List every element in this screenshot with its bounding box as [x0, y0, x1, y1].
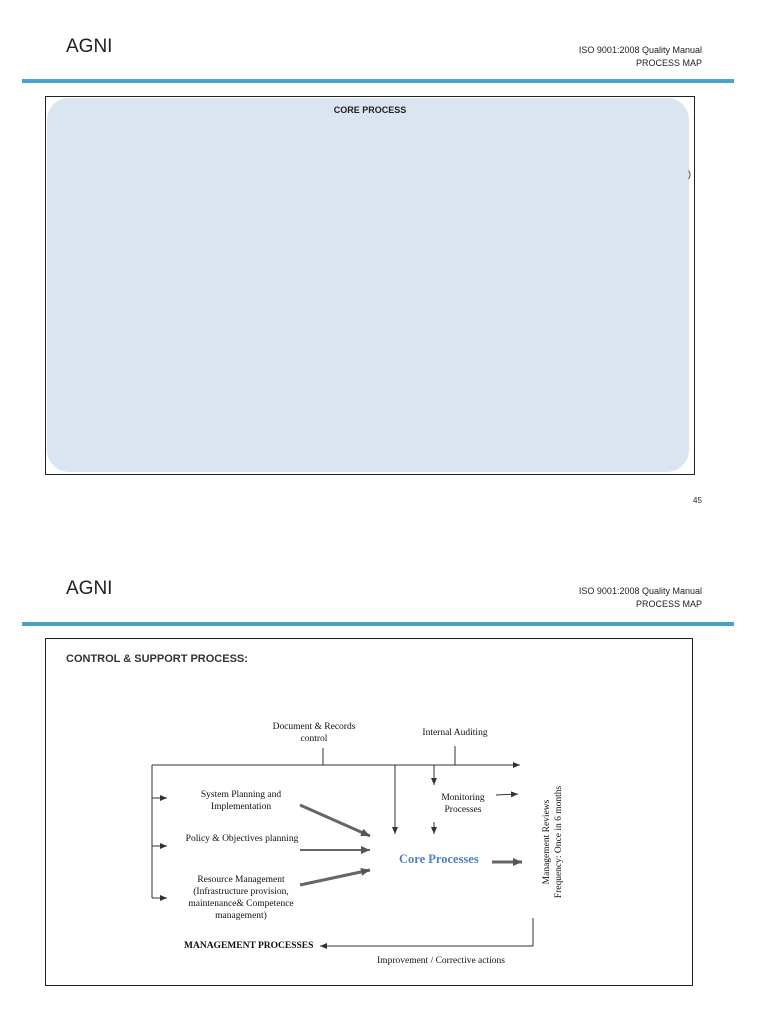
document-header: ISO 9001:2008 Quality Manual PROCESS MAP: [579, 585, 702, 611]
resource-management-label: Resource Management (Infrastructure prov…: [188, 875, 294, 921]
arrow-monitoring-to-review: [495, 791, 519, 798]
manual-title: ISO 9001:2008 Quality Manual: [578, 586, 702, 596]
control-support-title: CONTROL & SUPPORT PROCESS:: [66, 653, 248, 665]
page-number: 45: [693, 496, 702, 505]
review-frequency-text: Frequency: Once in 6 months: [554, 785, 564, 899]
document-header: ISO 9001:2008 Quality Manual PROCESS MAP: [579, 44, 702, 70]
control-support-frame: CONTROL & SUPPORT PROCESS:: [45, 638, 693, 986]
document-records-label: Document & Records control: [272, 722, 356, 744]
manual-title: ISO 9001:2008 Quality Manual: [578, 45, 702, 55]
policy-objectives-label: Policy & Objectives planning: [185, 834, 299, 844]
management-reviews-text: Management Reviews: [542, 799, 552, 885]
company-name: AGNI: [66, 578, 113, 599]
management-processes-label: MANAGEMENT PROCESSES: [184, 941, 314, 951]
header-rule: [22, 622, 734, 626]
improvement-actions-label: Improvement / Corrective actions: [377, 956, 505, 966]
monitoring-processes-label: Monitoring Processes: [441, 793, 485, 815]
company-name: AGNI: [66, 36, 113, 57]
core-process-title: CORE PROCESS: [333, 105, 407, 115]
management-reviews-label: Management Reviews Frequency: Once in 6 …: [541, 767, 567, 917]
system-planning-label: System Planning and Implementation: [200, 790, 282, 812]
internal-auditing-label: Internal Auditing: [422, 728, 488, 738]
header-rule: [22, 79, 734, 83]
core-process-frame: CORE PROCESS: [45, 96, 695, 475]
section-name: PROCESS MAP: [635, 58, 702, 68]
stray-mark: ): [688, 169, 691, 179]
arrow-resource-to-core: [299, 867, 371, 887]
core-process-panel: [47, 98, 689, 472]
core-processes-label: Core Processes: [399, 852, 479, 866]
arrow-system-to-core: [299, 803, 371, 838]
section-name: PROCESS MAP: [635, 599, 702, 609]
